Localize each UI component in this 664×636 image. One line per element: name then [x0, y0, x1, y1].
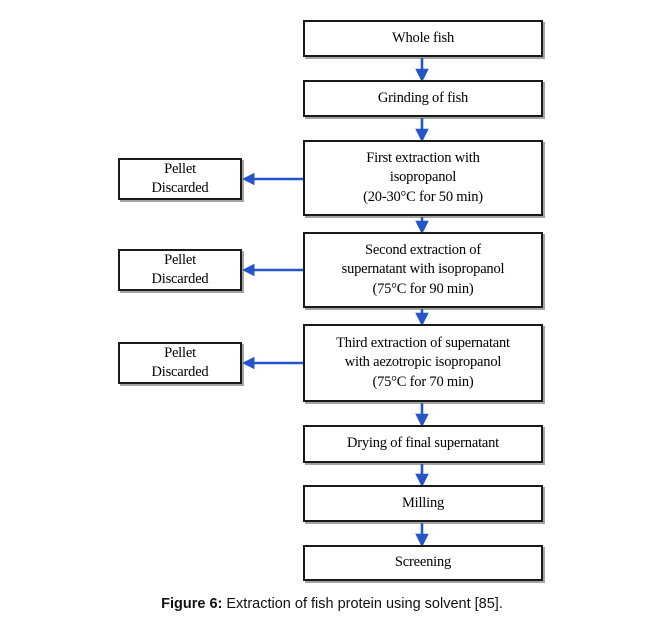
node-third-extraction[interactable]: Third extraction of supernatant with aez… — [303, 324, 543, 402]
node-line: Second extraction of — [365, 242, 481, 259]
node-drying[interactable]: Drying of final supernatant — [303, 425, 543, 463]
node-line: supernatant with isopropanol — [341, 261, 505, 278]
flowchart-canvas: Whole fish Grinding of fish First extrac… — [118, 20, 543, 581]
node-line: Pellet — [164, 251, 196, 268]
node-grinding[interactable]: Grinding of fish — [303, 80, 543, 117]
node-line: isopropanol — [389, 169, 457, 186]
node-line: Drying of final supernatant — [346, 435, 500, 452]
node-line: Whole fish — [391, 29, 455, 46]
pellet-connectors — [242, 172, 303, 370]
flowchart-arrows — [242, 58, 429, 548]
node-line: Grinding of fish — [377, 89, 469, 106]
node-line: Discarded — [151, 271, 209, 287]
figure-caption: Figure 6: Extraction of fish protein usi… — [0, 596, 664, 612]
node-screening[interactable]: Screening — [303, 545, 543, 581]
node-line: Third extraction of supernatant — [336, 335, 510, 352]
node-pellet-discarded-1[interactable]: Pellet Discarded — [118, 158, 242, 200]
node-line: First extraction with — [366, 150, 480, 167]
node-milling[interactable]: Milling — [303, 485, 543, 522]
node-line: Milling — [401, 494, 445, 511]
node-line: (20-30°C for 50 min) — [363, 188, 483, 205]
figure-caption-label: Figure 6: — [161, 596, 223, 612]
node-second-extraction[interactable]: Second extraction of supernatant with is… — [303, 232, 543, 308]
node-pellet-discarded-2[interactable]: Pellet Discarded — [118, 249, 242, 291]
node-line: Discarded — [151, 180, 209, 196]
node-line: Screening — [394, 554, 452, 571]
node-pellet-discarded-3[interactable]: Pellet Discarded — [118, 342, 242, 384]
figure-caption-text: Extraction of fish protein using solvent… — [226, 596, 503, 612]
node-line: with aezotropic isopropanol — [344, 354, 502, 371]
node-whole-fish[interactable]: Whole fish — [303, 20, 543, 57]
node-line: Pellet — [164, 160, 196, 177]
node-line: Pellet — [164, 344, 196, 361]
node-line: (75°C for 70 min) — [372, 373, 474, 390]
node-line: (75°C for 90 min) — [372, 280, 474, 297]
node-line: Discarded — [151, 364, 209, 380]
node-first-extraction[interactable]: First extraction with isopropanol (20-30… — [303, 140, 543, 216]
